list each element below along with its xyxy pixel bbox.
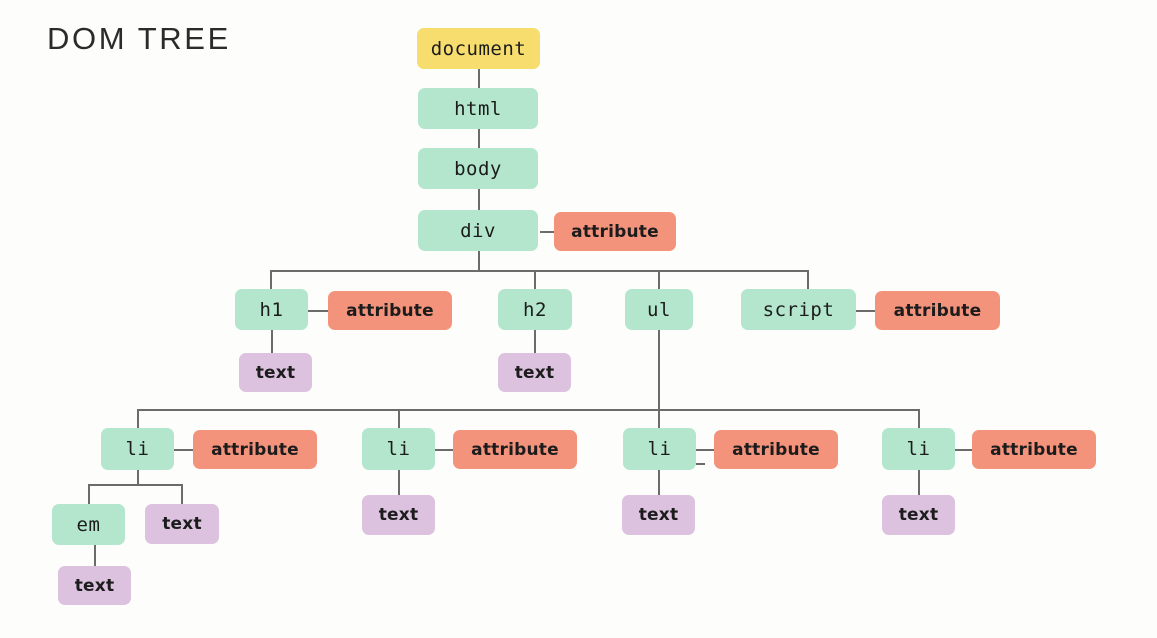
node-div[interactable]: div — [418, 210, 538, 251]
node-label: text — [74, 575, 115, 596]
node-label: li — [647, 438, 672, 460]
connector-branch-to-h2 — [534, 270, 536, 290]
node-ul[interactable]: ul — [625, 289, 693, 330]
connector-h1-attribute — [308, 310, 328, 312]
node-label: div — [460, 219, 496, 242]
node-label: h1 — [259, 298, 284, 321]
node-label: em — [76, 513, 101, 536]
node-label: h2 — [523, 298, 547, 321]
node-em[interactable]: em — [52, 504, 125, 545]
connector-h2-text — [534, 330, 536, 353]
connector-ul-branch-bar — [137, 409, 919, 411]
connector-ul-branch-stem — [658, 330, 660, 428]
node-li-2[interactable]: li — [362, 428, 435, 470]
node-label: text — [255, 362, 296, 383]
connector-em-text — [94, 545, 96, 566]
connector-div-branch-bar — [270, 270, 809, 272]
node-label: attribute — [990, 439, 1078, 460]
connector-document-html — [478, 69, 480, 88]
connector-branch-to-li2 — [398, 409, 400, 428]
node-li-2-text[interactable]: text — [362, 495, 435, 535]
connector-branch-to-ul — [658, 270, 660, 290]
node-h1-text[interactable]: text — [239, 353, 312, 392]
node-label: body — [454, 157, 502, 180]
connector-div-attribute — [540, 231, 554, 233]
connector-li3-text — [658, 470, 660, 495]
node-li-4[interactable]: li — [882, 428, 955, 470]
node-script-attribute[interactable]: attribute — [875, 291, 1000, 330]
node-div-attribute[interactable]: attribute — [554, 212, 676, 251]
node-label: li — [125, 438, 150, 460]
node-label: attribute — [211, 439, 299, 460]
node-label: text — [898, 505, 939, 525]
node-label: li — [386, 438, 411, 460]
node-label: li — [906, 438, 931, 460]
node-li-4-attribute[interactable]: attribute — [972, 430, 1096, 469]
node-label: attribute — [346, 300, 434, 321]
connector-script-attribute — [856, 310, 875, 312]
node-label: document — [430, 37, 527, 60]
connector-html-body — [478, 129, 480, 148]
connector-branch-to-script — [807, 270, 809, 290]
connector-li1-attribute — [174, 449, 193, 451]
connector-li2-text — [398, 470, 400, 495]
node-li-1[interactable]: li — [101, 428, 174, 470]
node-h1-attribute[interactable]: attribute — [328, 291, 452, 330]
node-label: text — [378, 505, 419, 525]
page-title: DOM TREE — [47, 21, 231, 56]
node-h1[interactable]: h1 — [235, 289, 308, 330]
node-li-1-attribute[interactable]: attribute — [193, 430, 317, 469]
connector-div-branch-stem — [478, 251, 480, 271]
node-document[interactable]: document — [417, 28, 540, 69]
node-label: text — [162, 514, 202, 534]
connector-li1-branch-stem — [137, 470, 139, 485]
node-body[interactable]: body — [418, 148, 538, 189]
node-label: text — [638, 505, 679, 525]
node-li-3-attribute[interactable]: attribute — [714, 430, 838, 469]
node-html[interactable]: html — [418, 88, 538, 129]
connector-branch-to-li4 — [918, 409, 920, 428]
connector-li4-attribute — [955, 449, 972, 451]
connector-li1-branch-bar — [88, 484, 182, 486]
connector-li3-attribute — [696, 449, 714, 451]
connector-h1-text — [271, 330, 273, 353]
connector-li4-text — [918, 470, 920, 495]
node-li-3-text[interactable]: text — [622, 495, 695, 535]
node-label: attribute — [471, 439, 559, 460]
node-label: html — [454, 97, 502, 120]
connector-li1-to-em — [88, 484, 90, 504]
connector-body-div — [478, 189, 480, 210]
node-label: text — [514, 362, 555, 383]
node-script[interactable]: script — [741, 289, 856, 330]
node-li-1-text[interactable]: text — [145, 504, 219, 544]
node-em-text[interactable]: text — [58, 566, 131, 605]
node-li-2-attribute[interactable]: attribute — [453, 430, 577, 469]
node-li-4-text[interactable]: text — [882, 495, 955, 535]
node-label: attribute — [571, 221, 659, 242]
connector-li1-to-text — [181, 484, 183, 504]
node-h2-text[interactable]: text — [498, 353, 571, 392]
node-label: script — [762, 298, 835, 321]
node-h2[interactable]: h2 — [498, 289, 572, 330]
node-li-3[interactable]: li — [623, 428, 696, 470]
node-label: attribute — [732, 439, 820, 460]
connector-branch-to-li1 — [137, 409, 139, 428]
node-label: attribute — [893, 300, 982, 321]
connector-branch-to-h1 — [270, 270, 272, 290]
connector-li2-attribute — [435, 449, 453, 451]
node-label: ul — [647, 298, 671, 321]
connector-li3-attribute-tick — [696, 463, 705, 465]
